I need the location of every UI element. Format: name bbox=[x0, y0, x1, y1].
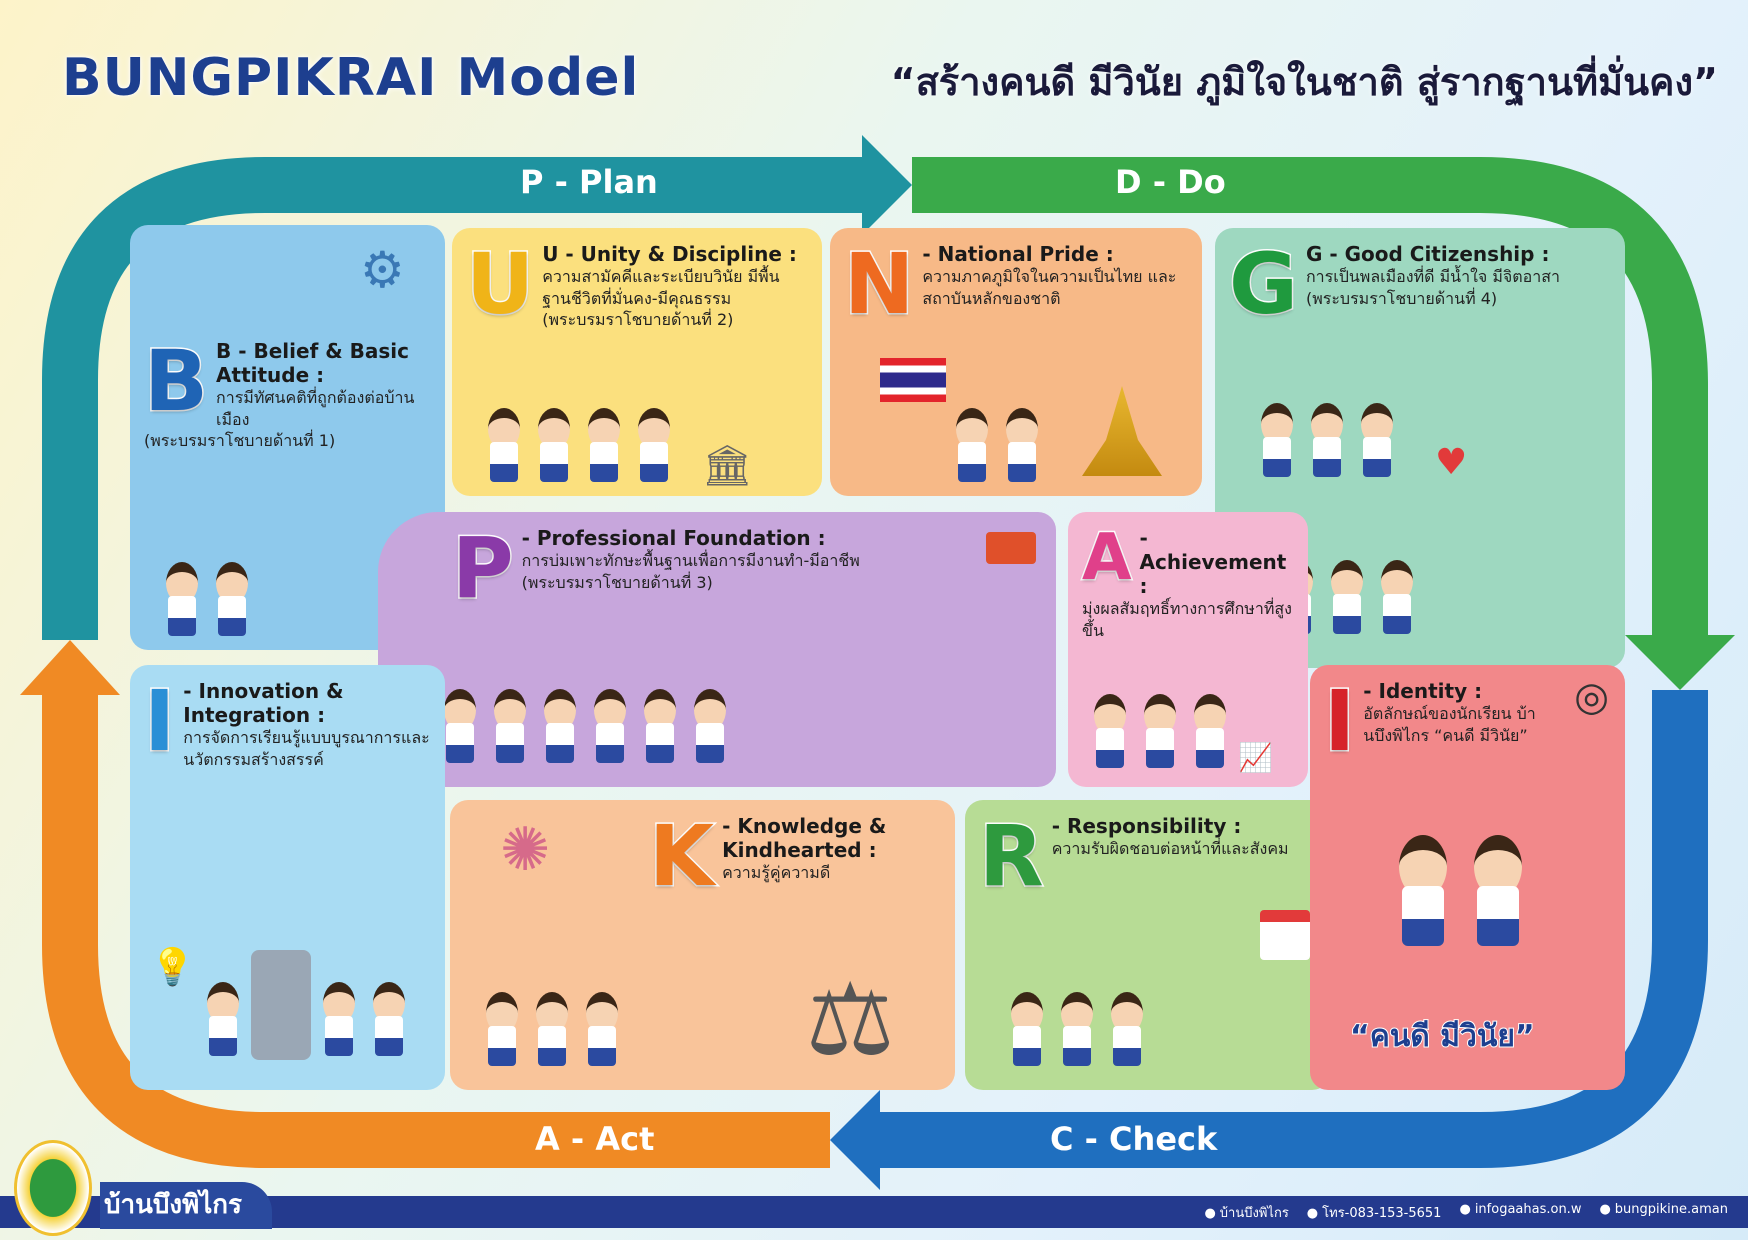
national-pride-title: - National Pride : bbox=[922, 242, 1114, 266]
students-illustration: 🏛 bbox=[482, 408, 753, 486]
citizenship-note: (พระบรมราโชบายด้านที่ 4) bbox=[1305, 288, 1498, 308]
responsibility-title: - Responsibility : bbox=[1051, 814, 1242, 838]
school-logo bbox=[14, 1140, 92, 1236]
letter-u: U bbox=[464, 235, 535, 333]
brain-icon: ✺ bbox=[500, 815, 551, 885]
letter-r: R bbox=[978, 807, 1046, 905]
do-label: D - Do bbox=[1115, 163, 1226, 201]
panel-identity: I - Identity : อัตลักษณ์ของนักเรียน บ้าน… bbox=[1310, 665, 1625, 1090]
phone-contact[interactable]: โทร-083-153-5651 bbox=[1307, 1202, 1441, 1223]
robot-illustration: 💡 bbox=[150, 950, 411, 1060]
check-arrowhead bbox=[830, 1090, 880, 1190]
citizenship-text: การเป็นพลเมืองที่ดี มีน้ำใจ มีจิตอาสา bbox=[1305, 267, 1560, 286]
letter-a: A bbox=[1081, 521, 1134, 595]
panel-national-pride: N - National Pride : ความภาคภูมิใจในความ… bbox=[830, 228, 1202, 496]
lightbulb-icon: 💡 bbox=[150, 947, 195, 988]
innovation-text: การจัดการเรียนรู้แบบบูรณาการและนวัตกรรมส… bbox=[183, 728, 430, 769]
page-title: BUNGPIKRAI Model bbox=[62, 48, 640, 108]
knowledge-text: ความรู้คู่ความดี bbox=[722, 863, 831, 882]
footer-bar bbox=[0, 1196, 1748, 1228]
panel-unity: U U - Unity & Discipline : ความสามัคคีแล… bbox=[452, 228, 822, 496]
students-illustration bbox=[950, 408, 1044, 486]
belief-title: B - Belief & Basic Attitude : bbox=[216, 339, 410, 387]
unity-text: ความสามัคคีและระเบียบวินัย มีพื้นฐานชีวิ… bbox=[542, 267, 780, 308]
students-illustration: 📈 bbox=[1088, 694, 1273, 772]
responsibility-text: ความรับผิดชอบต่อหน้าที่และสังคม bbox=[1051, 839, 1289, 858]
gear-icon: ⚙ bbox=[360, 241, 405, 299]
school-name: บ้านบึงพิไกร bbox=[100, 1182, 272, 1229]
page-header: BUNGPIKRAI Model “สร้างคนดี มีวินัย ภูมิ… bbox=[62, 48, 1718, 112]
letter-i-innovation: I bbox=[142, 672, 176, 770]
career-illustration bbox=[438, 689, 732, 767]
reading-students-illustration bbox=[480, 992, 624, 1070]
belief-text: การมีทัศนคติที่ถูกต้องต่อบ้านเมือง bbox=[216, 388, 415, 429]
identity-text: อัตลักษณ์ของนักเรียน บ้านบึงพิไกร “คนดี … bbox=[1363, 704, 1536, 745]
act-arrow bbox=[42, 690, 830, 1168]
professional-title: - Professional Foundation : bbox=[521, 526, 826, 550]
students-illustration bbox=[1005, 992, 1149, 1070]
panel-knowledge: K - Knowledge & Kindhearted : ความรู้คู่… bbox=[450, 800, 955, 1090]
check-arrow bbox=[870, 690, 1708, 1168]
achievement-title: - Achievement : bbox=[1139, 526, 1287, 598]
panel-responsibility: R - Responsibility : ความรับผิดชอบต่อหน้… bbox=[965, 800, 1330, 1090]
panel-professional: P - Professional Foundation : การบ่มเพาะ… bbox=[378, 512, 1056, 787]
letter-p: P bbox=[451, 519, 516, 617]
page-subtitle: “สร้างคนดี มีวินัย ภูมิใจในชาติ สู่รากฐา… bbox=[890, 60, 1718, 104]
citizenship-title: G - Good Citizenship : bbox=[1305, 242, 1550, 266]
plan-arrowhead bbox=[862, 135, 912, 235]
temple-icon bbox=[1082, 386, 1162, 476]
balance-scale-icon: ⚖ bbox=[805, 961, 895, 1078]
panel-achievement: A - Achievement : มุ่งผลสัมฤทธิ์ทางการศึ… bbox=[1068, 512, 1308, 787]
do-arrow bbox=[912, 157, 1708, 640]
knowledge-title: - Knowledge & Kindhearted : bbox=[722, 814, 887, 862]
letter-k: K bbox=[647, 807, 715, 905]
innovation-title: - Innovation & Integration : bbox=[183, 679, 344, 727]
footer-contacts: บ้านบึงพิไกร โทร-083-153-5651 infogaahas… bbox=[1204, 1202, 1728, 1223]
national-pride-text: ความภาคภูมิใจในความเป็นไทย และสถาบันหลัก… bbox=[922, 267, 1177, 308]
website-contact[interactable]: bungpikine.aman bbox=[1599, 1202, 1728, 1223]
students-illustration bbox=[160, 562, 254, 640]
plan-arrow bbox=[42, 157, 870, 640]
toolbox-icon bbox=[986, 532, 1036, 564]
calendar-icon bbox=[1260, 910, 1310, 960]
email-contact[interactable]: infogaahas.on.w bbox=[1459, 1202, 1582, 1223]
growth-chart-icon: 📈 bbox=[1238, 741, 1273, 774]
do-arrowhead bbox=[1625, 635, 1735, 690]
facebook-contact[interactable]: บ้านบึงพิไกร bbox=[1204, 1202, 1289, 1223]
professional-note: (พระบรมราโชบายด้านที่ 3) bbox=[521, 572, 713, 592]
act-arrowhead bbox=[20, 640, 120, 695]
panel-innovation: I - Innovation & Integration : การจัดการ… bbox=[130, 665, 445, 1090]
unity-title: U - Unity & Discipline : bbox=[542, 242, 797, 266]
identity-slogan: “คนดี มีวินัย” bbox=[1349, 1018, 1536, 1055]
letter-g: G bbox=[1228, 235, 1300, 333]
professional-text: การบ่มเพาะทักษะพื้นฐานเพื่อการมีงานทำ-มี… bbox=[521, 551, 860, 570]
belief-note: (พระบรมราโชบายด้านที่ 1) bbox=[144, 431, 336, 451]
fingerprint-icon: ◎ bbox=[1574, 674, 1609, 720]
letter-b: B bbox=[142, 332, 209, 430]
heart-icon: ♥ bbox=[1435, 442, 1468, 483]
plan-label: P - Plan bbox=[520, 163, 658, 201]
act-label: A - Act bbox=[535, 1120, 655, 1158]
unity-note: (พระบรมราโชบายด้านที่ 2) bbox=[542, 310, 734, 330]
check-label: C - Check bbox=[1050, 1120, 1218, 1158]
thai-flag-icon bbox=[880, 358, 946, 402]
students-illustration bbox=[1390, 835, 1531, 952]
identity-title: - Identity : bbox=[1363, 679, 1483, 703]
letter-n: N bbox=[842, 235, 915, 333]
letter-i-identity: I bbox=[1322, 672, 1356, 770]
building-icon: 🏛 bbox=[702, 443, 753, 489]
achievement-text: มุ่งผลสัมฤทธิ์ทางการศึกษาที่สูงขึ้น bbox=[1082, 599, 1292, 640]
volunteer-illustration: ♥ bbox=[1255, 403, 1467, 481]
